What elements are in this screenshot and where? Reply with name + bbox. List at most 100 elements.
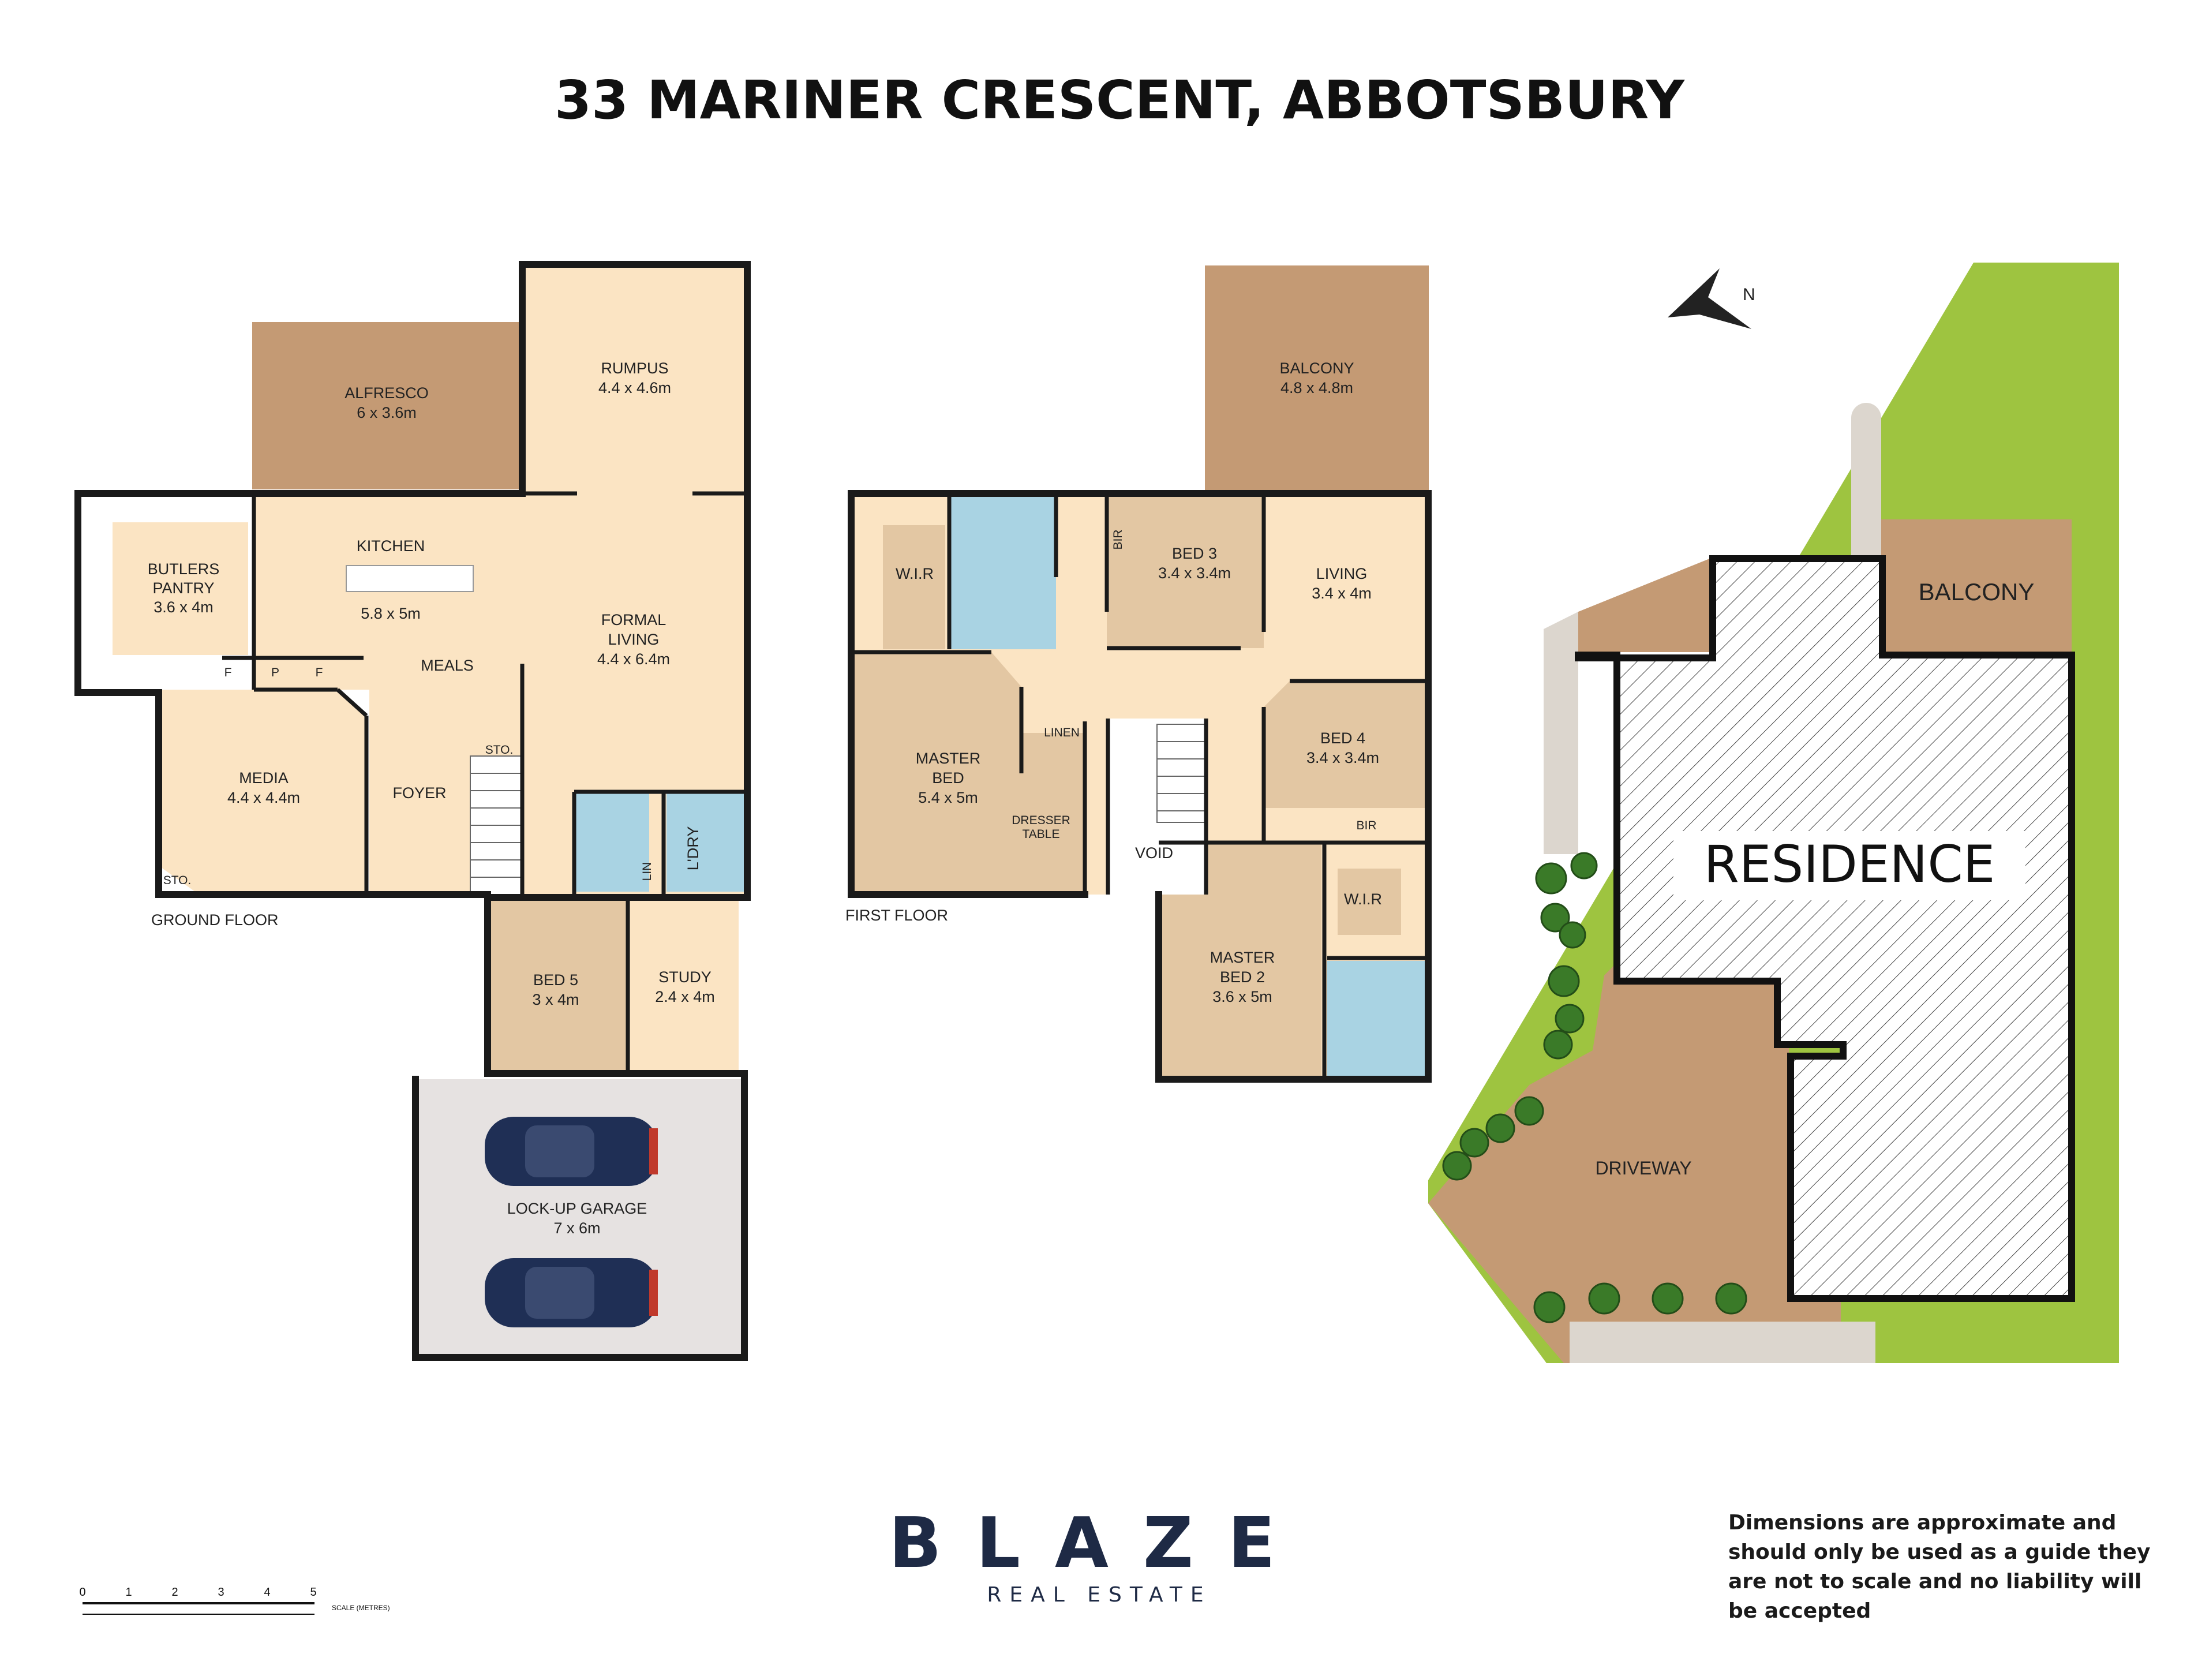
rumpus-size: 4.4 x 4.6m	[598, 379, 671, 396]
kitchen-size: 5.8 x 5m	[361, 605, 421, 622]
residence-footprint	[1575, 555, 2075, 1302]
ground-floor: ALFRESCO 6 x 3.6m RUMPUS 4.4 x 4.6m BUTL…	[74, 261, 751, 1361]
north-label: N	[1743, 285, 1755, 304]
ensuite-1	[949, 493, 1056, 649]
wir1-label: W.I.R	[896, 565, 934, 582]
laundry	[666, 792, 744, 892]
garage-name: LOCK-UP GARAGE	[507, 1200, 647, 1217]
north-arrow-icon	[1668, 268, 1751, 329]
kitchen-name: KITCHEN	[357, 537, 425, 555]
bed3-name: BED 3	[1172, 545, 1217, 562]
master-size: 5.4 x 5m	[918, 789, 978, 806]
side-path	[1544, 612, 1578, 854]
scale-label: SCALE (METRES)	[332, 1604, 390, 1612]
residence-label-bg	[1673, 831, 2025, 900]
fridge-label-2: F	[316, 666, 323, 679]
bir2-label: BIR	[1356, 819, 1376, 832]
master2-name1: MASTER	[1210, 949, 1275, 966]
formal-size: 4.4 x 6.4m	[597, 650, 670, 668]
alfresco-area	[252, 322, 523, 489]
living-name: LIVING	[1316, 565, 1368, 582]
formal-name2: LIVING	[608, 631, 660, 648]
bed4-size: 3.4 x 3.4m	[1306, 749, 1379, 766]
rumpus-name: RUMPUS	[601, 360, 668, 377]
tree-icon	[1442, 852, 1747, 1323]
scale-tick-3: 3	[218, 1586, 224, 1599]
laundry-label: L'DRY	[684, 826, 702, 871]
site-balcony-area	[1881, 519, 2072, 655]
brand-name: BLAZE	[889, 1503, 1310, 1584]
kitchen-island	[346, 565, 474, 592]
master2-size: 3.6 x 5m	[1212, 988, 1272, 1005]
study-size: 2.4 x 4m	[655, 988, 715, 1005]
pantry-p-label: P	[271, 666, 279, 679]
bir1-label: BIR	[1111, 529, 1125, 549]
void-label: VOID	[1135, 844, 1173, 862]
car-icon	[485, 1117, 658, 1186]
bed4-room	[1264, 681, 1425, 808]
master-bed-room	[851, 652, 1085, 895]
scale-tick-2: 2	[171, 1586, 178, 1599]
footpath	[1570, 1322, 1875, 1363]
site-plan: N BALCONY RESIDENCE DRIVEWAY	[1428, 263, 2119, 1363]
bed5-name: BED 5	[533, 971, 578, 989]
car-icon	[485, 1258, 658, 1327]
site-balcony-label: BALCONY	[1919, 578, 2035, 605]
rumpus-room	[522, 264, 747, 495]
first-stairs	[1156, 724, 1207, 823]
wir2-label: W.I.R	[1344, 890, 1382, 908]
wir-2	[1338, 869, 1401, 935]
bed3-size: 3.4 x 3.4m	[1158, 564, 1231, 582]
media-size: 4.4 x 4.4m	[227, 789, 300, 806]
bed5-room	[488, 897, 626, 1073]
master-bed2-room	[1159, 843, 1321, 1076]
driveway-area	[1428, 964, 1875, 1363]
fridge-label-1: F	[224, 666, 232, 679]
butlers-size: 3.6 x 4m	[153, 598, 214, 616]
scale-tick-1: 1	[125, 1586, 132, 1599]
bed5-size: 3 x 4m	[532, 991, 579, 1008]
dresser-line1: DRESSER	[1012, 814, 1070, 827]
dresser-line2: TABLE	[1023, 828, 1060, 841]
butlers-name1: BUTLERS	[148, 560, 220, 578]
study-name: STUDY	[658, 968, 712, 986]
wir-1	[883, 525, 945, 649]
formal-name1: FORMAL	[601, 611, 666, 628]
walkway	[1851, 403, 1881, 576]
garage-size: 7 x 6m	[553, 1219, 600, 1237]
disclaimer-text: Dimensions are approximate and should on…	[1728, 1511, 2151, 1623]
master-name2: BED	[932, 769, 964, 787]
linen-label-first: LINEN	[1044, 726, 1080, 739]
scale-bar: 0 1 2 3 4 5 SCALE (METRES)	[79, 1586, 390, 1615]
linen-label: LIN	[641, 862, 654, 881]
rear-area	[1578, 557, 1714, 652]
butlers-name2: PANTRY	[152, 579, 214, 597]
foyer-name: FOYER	[392, 784, 446, 802]
residence-label: RESIDENCE	[1704, 835, 1995, 894]
first-balcony	[1205, 265, 1429, 491]
first-floor-label: FIRST FLOOR	[845, 907, 948, 924]
alfresco-size: 6 x 3.6m	[357, 404, 417, 421]
first-balcony-name: BALCONY	[1279, 360, 1354, 377]
page-title: 33 MARINER CRESCENT, ABBOTSBURY	[555, 69, 1685, 131]
ground-walls	[74, 261, 751, 1361]
scale-tick-5: 5	[310, 1586, 316, 1599]
bed3-room	[1107, 495, 1264, 648]
master-name1: MASTER	[916, 750, 981, 767]
master2-name2: BED 2	[1220, 968, 1265, 986]
media-name: MEDIA	[239, 769, 289, 787]
meals-name: MEALS	[421, 657, 474, 674]
sto-label-1: STO.	[485, 743, 514, 757]
first-balcony-size: 4.8 x 4.8m	[1280, 379, 1353, 396]
bed4-name: BED 4	[1320, 729, 1365, 747]
first-walls	[848, 490, 1432, 1083]
alfresco-name: ALFRESCO	[345, 384, 429, 402]
study-room	[629, 897, 739, 1073]
ground-floor-label: GROUND FLOOR	[151, 911, 279, 929]
first-floor: BALCONY 4.8 x 4.8m W.I.R BIR BED 3 3.4 x…	[845, 265, 1432, 1083]
scale-tick-0: 0	[79, 1586, 85, 1599]
living-size: 3.4 x 4m	[1312, 585, 1372, 602]
driveway-label: DRIVEWAY	[1595, 1158, 1691, 1178]
sto-label-2: STO.	[163, 874, 192, 887]
